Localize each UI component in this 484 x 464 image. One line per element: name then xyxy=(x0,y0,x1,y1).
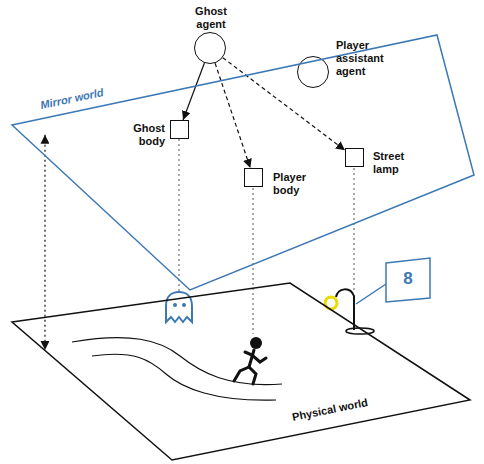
body-square: Player body xyxy=(244,168,263,187)
body-square: Ghost body xyxy=(170,120,189,139)
text-holder: Ghost agent xyxy=(181,5,241,31)
projection-line xyxy=(253,188,254,334)
text-holder: Street lamp xyxy=(373,150,417,176)
road xyxy=(72,338,282,401)
physical-world-plane-shape xyxy=(12,283,470,460)
sign-leader xyxy=(356,284,386,304)
text-holder: Physical world xyxy=(291,396,369,424)
node-label: Street lamp xyxy=(373,150,417,176)
callout-number: 8 xyxy=(403,269,412,289)
ghost-figure xyxy=(166,292,192,322)
road-edge xyxy=(72,338,282,385)
sign-board: 8 xyxy=(386,258,430,300)
agent-circle: Ghost agent xyxy=(194,32,226,64)
body-square: Street lamp xyxy=(345,148,364,167)
node-label: Ghost body xyxy=(119,122,165,148)
sign-board-shape xyxy=(386,258,430,302)
projection-lines xyxy=(179,139,354,334)
node-label: Player body xyxy=(273,171,317,197)
plane-label: Physical world xyxy=(291,396,369,424)
arrow xyxy=(183,63,204,120)
physical-world-plane: Physical world xyxy=(12,283,472,461)
text-holder: Ghost body xyxy=(119,122,165,148)
text-holder: Player assistant agent xyxy=(336,39,398,78)
projection-line xyxy=(354,168,355,292)
road-edge xyxy=(92,354,276,400)
node-label: Player assistant agent xyxy=(336,39,398,78)
text-holder: 8 xyxy=(386,258,430,300)
mirror-world-plane-shape xyxy=(12,35,474,290)
runner-figure xyxy=(234,337,266,384)
node-label: Ghost agent xyxy=(181,5,241,31)
mirror-world-plane-outline xyxy=(12,35,474,291)
physical-world-plane-outline xyxy=(12,283,472,461)
mirror-world-plane: Ghost bodyPlayer bodyStreet lampMirror w… xyxy=(12,35,474,291)
text-holder: Player body xyxy=(273,171,317,197)
projection-line xyxy=(179,139,180,292)
street-lamp-figure xyxy=(325,284,386,334)
